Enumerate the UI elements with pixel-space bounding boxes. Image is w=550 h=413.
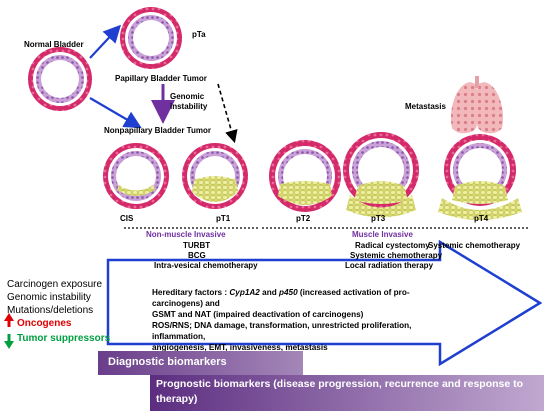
- dashed-progression-arrow: [217, 83, 238, 144]
- diagnostic-biomarkers-box: Diagnostic biomarkers: [98, 351, 303, 375]
- treatment-metastatic-chemo: Systemic chemotherapy: [428, 241, 521, 250]
- label-nonpapillary-tumor: Nonpapillary Bladder Tumor: [104, 126, 211, 135]
- label-pta: pTa: [192, 30, 206, 39]
- risk-genomic-instability: Genomic instability: [7, 292, 91, 303]
- pta-bladder: [120, 7, 182, 69]
- mechanisms-line-4: angiogenesis, EMT, invasiveness, metasta…: [152, 343, 328, 352]
- label-normal-bladder: Normal Bladder: [24, 40, 84, 49]
- treatment-intravesical: Intra-vesical chemotherapy: [154, 261, 258, 270]
- risk-carcinogen-exposure: Carcinogen exposure: [7, 279, 103, 290]
- label-pt2: pT2: [296, 214, 311, 223]
- cis-bladder: [103, 143, 169, 209]
- label-genomic: Genomic: [170, 92, 205, 101]
- gene-p450: p450: [278, 288, 298, 297]
- label-tumor-suppressors: Tumor suppressors: [17, 333, 111, 344]
- mechanisms-line-1: Hereditary factors : Cyp1A2 and p450 (in…: [152, 288, 410, 308]
- label-metastasis: Metastasis: [405, 102, 446, 111]
- label-oncogenes: Oncogenes: [17, 318, 72, 329]
- mechanisms-line-3: ROS/RNS; DNA damage, transformation, unr…: [152, 321, 412, 341]
- label-pt4: pT4: [474, 214, 489, 223]
- metastasis-lungs: [450, 76, 504, 134]
- treatment-turbt: TURBT: [183, 241, 211, 250]
- treatment-cystectomy: Radical cystectomy: [355, 241, 430, 250]
- oncogene-up-arrow-icon: [4, 313, 14, 321]
- label-papillary-tumor: Papillary Bladder Tumor: [115, 74, 207, 83]
- label-muscle-invasive: Muscle Invasive: [352, 230, 413, 239]
- mechanisms-line-2: GSMT and NAT (impaired deactivation of c…: [152, 310, 364, 319]
- risk-mutations: Mutations/deletions: [7, 305, 94, 316]
- prognostic-biomarkers-box: Prognostic biomarkers (disease progressi…: [150, 375, 544, 411]
- treatment-bcg: BCG: [188, 251, 206, 260]
- pt2-bladder: [269, 140, 341, 212]
- label-pt1: pT1: [216, 214, 231, 223]
- normal-bladder: [28, 47, 92, 111]
- label-cis: CIS: [120, 214, 134, 223]
- label-pt3: pT3: [371, 214, 386, 223]
- gene-cyp1a2: Cyp1A2: [229, 288, 260, 297]
- arrow-to-papillary: [89, 24, 122, 59]
- label-instability: instability: [170, 102, 208, 111]
- pt3-bladder: [343, 132, 419, 218]
- progression-big-arrow: [106, 239, 543, 367]
- prognostic-biomarkers-label: Prognostic biomarkers (disease progressi…: [156, 378, 524, 405]
- diagnostic-biomarkers-label: Diagnostic biomarkers: [108, 356, 227, 368]
- pt4-bladder: [438, 134, 522, 220]
- treatment-systemic-chemo: Systemic chemotherapy: [350, 251, 443, 260]
- suppressor-down-arrow-icon: [4, 341, 14, 349]
- pt1-bladder: [182, 143, 248, 209]
- mechanisms-text: Hereditary factors : Cyp1A2 and p450 (in…: [152, 287, 452, 353]
- arrow-to-nonpapillary: [89, 97, 142, 129]
- label-non-muscle-invasive: Non-muscle Invasive: [146, 230, 226, 239]
- treatment-radiation: Local radiation therapy: [345, 261, 434, 270]
